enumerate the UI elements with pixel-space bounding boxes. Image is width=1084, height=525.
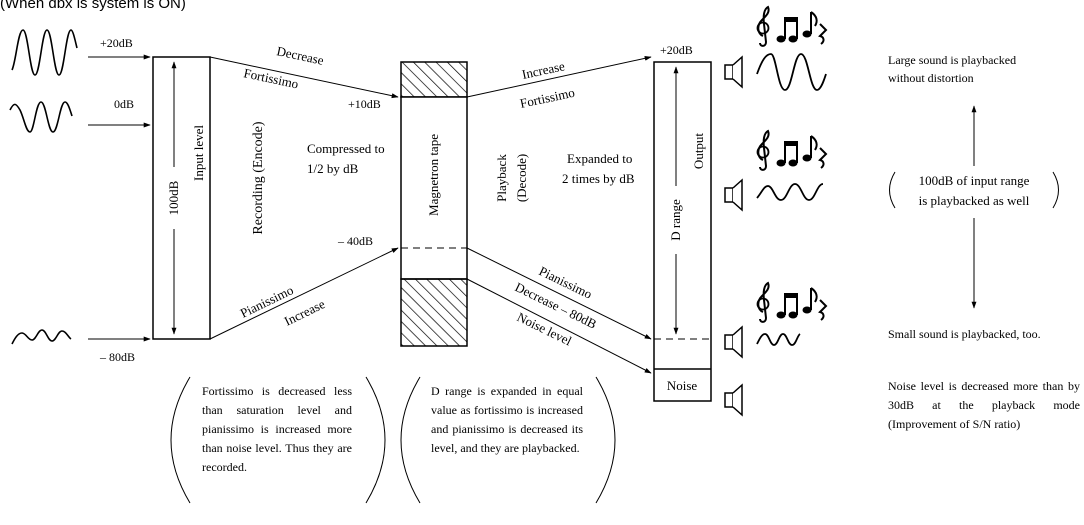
input-range-note-1: 100dB of input range [919,173,1030,188]
noise-label: Noise [667,378,698,393]
music-notes-icon [756,130,827,171]
playback-decrease-arrow [466,247,652,340]
playback-increase-label: Increase [521,58,567,82]
recording-explanation-note: Fortissimo is decreased less than satura… [202,384,352,474]
input-range-note-2: is playbacked as well [919,193,1030,208]
recording-decrease-label: Decrease [275,43,325,68]
speaker-icon [724,326,743,358]
magnetron-tape-box [400,96,468,280]
recording-encode-label: Recording (Encode) [251,121,266,234]
sine-wave-icon [11,329,72,345]
input-range-label-bg [166,167,182,229]
magnetron-tape-label: Magnetron tape [426,134,441,216]
music-notes-icon [756,6,827,47]
music-notes-icon [756,282,827,323]
small-sound-label: Small sound is playbacked, too. [888,327,1041,341]
input-0db-label: 0dB [114,97,134,111]
noise-level-arrow [466,278,652,374]
speaker-icon [724,179,743,211]
input-plus20-label: +20dB [100,36,133,50]
speaker-icon [724,384,743,416]
sine-wave-icon [9,101,73,133]
compressed-label-1: Compressed to [307,141,385,156]
playback-explanation-note: D range is expanded in equal value as fo… [431,384,583,455]
sine-wave-icon [756,333,801,346]
compressed-label-2: 1/2 by dB [307,161,359,176]
tape-hatch-bottom [400,278,468,347]
output-label: Output [691,133,706,170]
playback-label-1: Playback [494,154,509,202]
sine-wave-icon [756,183,824,201]
expanded-label-2: 2 times by dB [562,171,635,186]
tape-plus10-label: +10dB [348,97,381,111]
large-sound-label-1: Large sound is playbacked [888,53,1016,67]
input-minus80-label: – 80dB [99,350,135,364]
right-paren [1052,171,1059,209]
left-note-bracket-open [170,376,191,504]
left-note-bracket-close [365,376,386,504]
tape-hatch-top [400,61,468,98]
middle-note-bracket-close [595,376,616,504]
playback-increase-arrow [466,55,652,98]
increase-arrow [209,247,399,340]
left-paren [889,171,896,209]
d-range-label: D range [668,199,683,241]
sine-wave-icon [756,53,827,91]
decrease-arrow [209,56,399,99]
input-range-label: 100dB [166,180,181,215]
tape-minus40-label: – 40dB [337,234,373,248]
header-text: (When dbx is system is ON) [0,0,186,12]
expanded-label-1: Expanded to [567,151,632,166]
input-level-label: Input level [191,125,206,181]
playback-fortissimo-label: Fortissimo [519,85,577,111]
d-range-label-bg [668,186,684,254]
large-sound-label-2: without distortion [888,71,974,85]
output-plus20-label: +20dB [660,43,693,57]
sine-wave-icon [11,29,78,76]
speaker-icon [724,56,743,88]
noise-improvement-note: Noise level is decreased more than by 30… [888,379,1080,431]
middle-note-bracket-open [400,376,421,504]
recording-fortissimo-label: Fortissimo [242,65,300,91]
playback-label-2: (Decode) [514,154,529,202]
